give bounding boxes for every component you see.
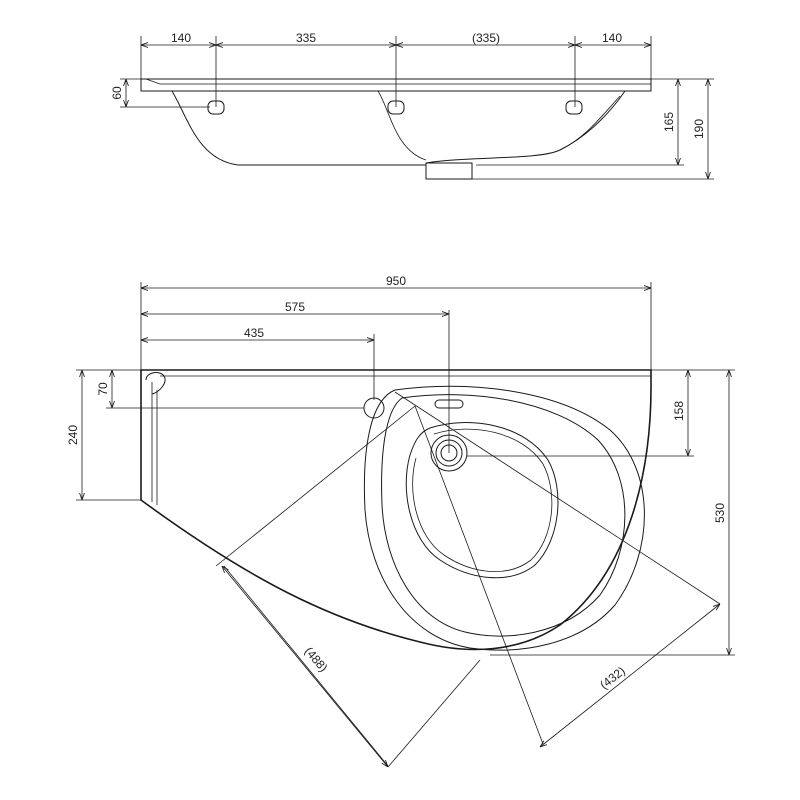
elevation-bowl bbox=[171, 90, 626, 166]
plan-corner-overflow bbox=[145, 372, 166, 395]
plan-inner-bowl-2 bbox=[412, 428, 553, 572]
dim-70: 70 bbox=[96, 382, 110, 396]
elevation-right-dims: 165 190 bbox=[472, 78, 714, 180]
plan-right-dims: 158 530 bbox=[467, 369, 735, 656]
dim-435: 435 bbox=[244, 326, 264, 340]
plan-left-rim bbox=[151, 382, 158, 505]
dim-158: 158 bbox=[672, 401, 686, 421]
dim-488: (488) bbox=[302, 644, 331, 674]
dim-335-ref: (335) bbox=[472, 31, 500, 45]
elevation-hole-right bbox=[565, 100, 583, 115]
dim-240: 240 bbox=[66, 425, 80, 445]
plan-view: 950 575 435 70 240 158 530 bbox=[66, 274, 735, 767]
dim-165: 165 bbox=[662, 112, 676, 132]
elevation-top-dims: 140 335 (335) 140 bbox=[140, 31, 652, 107]
elevation-left-dim: 60 bbox=[110, 78, 210, 108]
elevation-drain bbox=[425, 162, 473, 180]
elevation-slab-edge bbox=[145, 78, 651, 85]
dim-530: 530 bbox=[713, 503, 727, 523]
dim-140-left: 140 bbox=[171, 31, 191, 45]
plan-basin-inner bbox=[381, 394, 626, 637]
elevation-bowl-inner bbox=[377, 90, 621, 161]
dim-140-right: 140 bbox=[602, 31, 622, 45]
plan-diagonal-dims: (488) (432) bbox=[215, 391, 720, 767]
plan-inner-bowl bbox=[405, 422, 559, 579]
plan-left-dims: 70 240 bbox=[66, 369, 364, 501]
dim-335: 335 bbox=[296, 31, 316, 45]
dim-950: 950 bbox=[386, 274, 406, 288]
dim-60: 60 bbox=[110, 86, 124, 100]
plan-outline bbox=[140, 369, 652, 651]
dim-190: 190 bbox=[692, 119, 706, 139]
plan-basin-outer bbox=[363, 385, 645, 651]
dim-575: 575 bbox=[285, 300, 305, 314]
dim-432: (432) bbox=[597, 664, 628, 692]
elevation-view: 140 335 (335) 140 60 165 190 bbox=[110, 31, 714, 180]
plan-top-dims: 950 575 435 bbox=[140, 274, 652, 453]
